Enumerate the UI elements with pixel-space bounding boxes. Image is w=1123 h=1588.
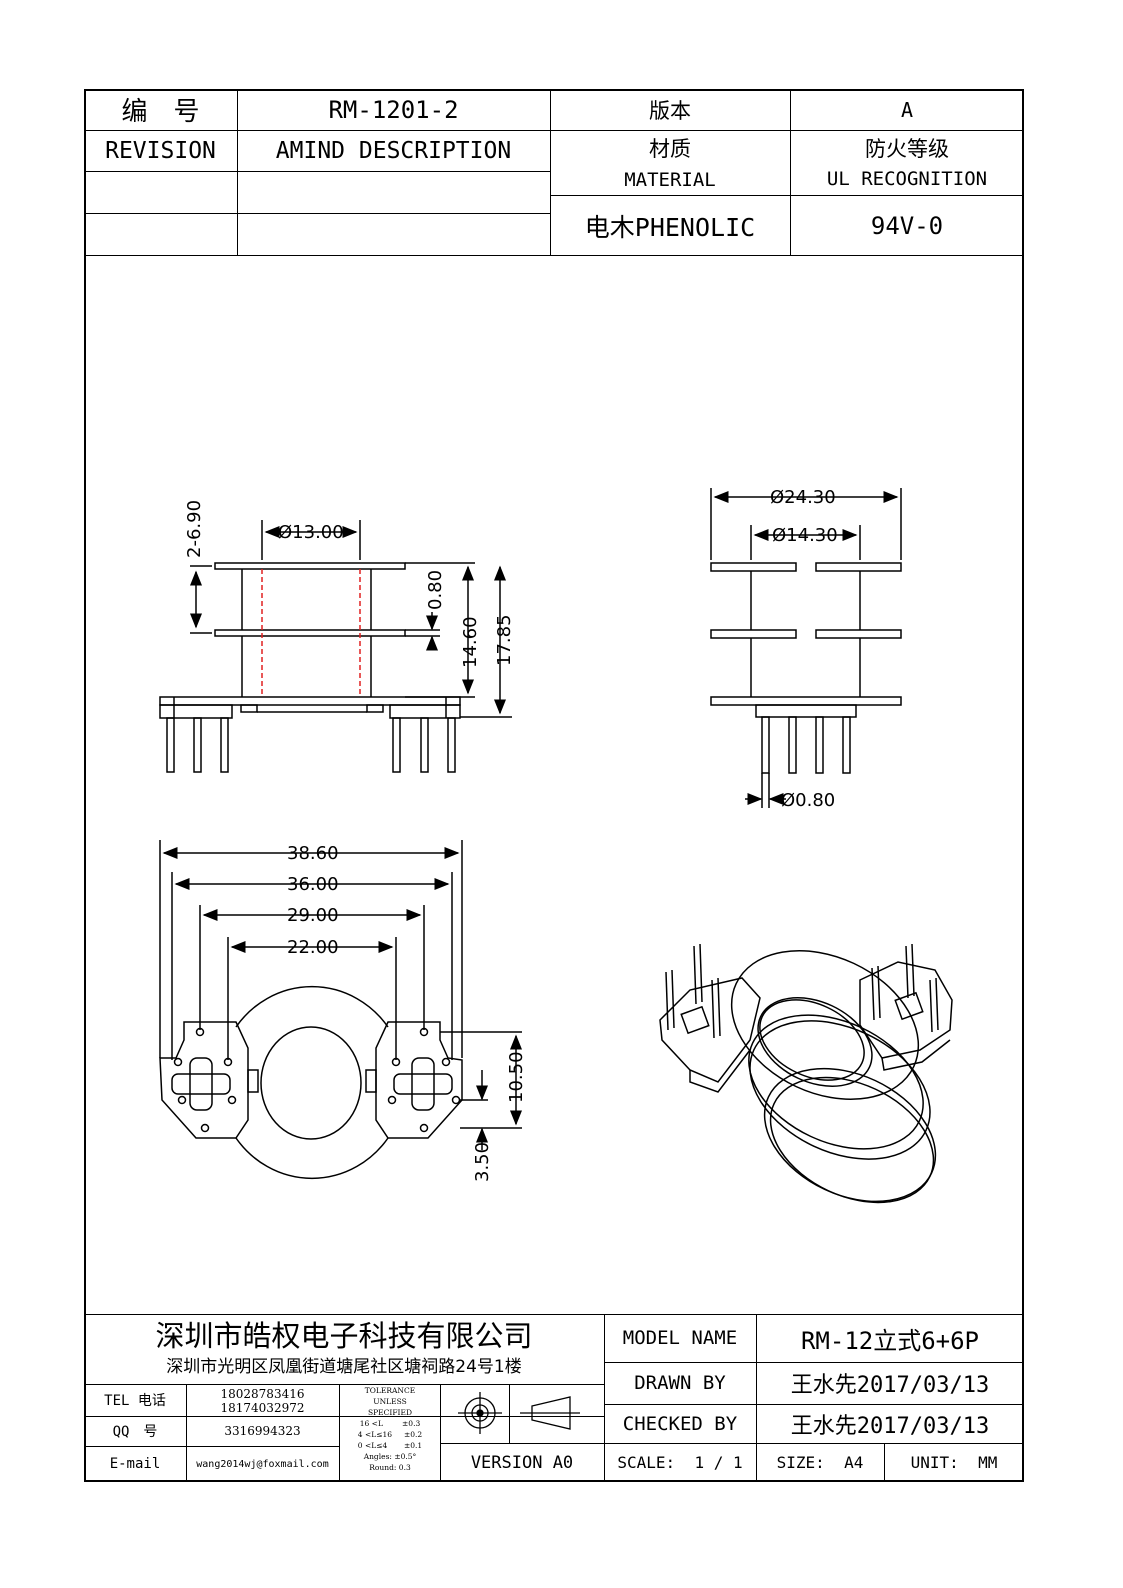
inner-diameter-label: Ø14.30 bbox=[772, 525, 838, 546]
winding-height-label: 14.60 bbox=[460, 616, 481, 668]
outer-diameter-label: Ø24.30 bbox=[770, 487, 836, 508]
material-label-cn: 材质 bbox=[649, 137, 691, 161]
projection-symbol-icon bbox=[458, 1392, 580, 1434]
bobbin-drawings: 2-6.90 Ø13.00 0.80 14.60 17.85 Ø24.30 Ø1… bbox=[159, 487, 953, 1204]
core-diameter-label: Ø13.00 bbox=[278, 522, 344, 543]
version-label: 版本 bbox=[649, 98, 691, 123]
number-value: RM-1201-2 bbox=[328, 95, 459, 124]
flange-thickness-label: 0.80 bbox=[425, 570, 446, 610]
pin-pitch-vertical-label: 10.50 bbox=[506, 1051, 527, 1103]
side-view bbox=[159, 520, 512, 773]
overall-width-label: 38.60 bbox=[287, 843, 339, 864]
version-block: VERSION A0 bbox=[470, 1452, 574, 1473]
checked-by-label: CHECKED BY bbox=[622, 1412, 738, 1435]
material-label-en: MATERIAL bbox=[624, 169, 716, 191]
scale-label: SCALE: 1 / 1 bbox=[617, 1453, 743, 1472]
material-value: 电木PHENOLIC bbox=[584, 213, 756, 242]
tel-value-2: 18174032972 bbox=[220, 1400, 305, 1415]
drawn-by-label: DRAWN BY bbox=[634, 1372, 726, 1394]
unit-label: UNIT: MM bbox=[910, 1453, 998, 1472]
pin-spacing-label: 2-6.90 bbox=[184, 500, 205, 558]
model-name-value: RM-12立式6+6P bbox=[800, 1326, 980, 1355]
ul-value: 94V-0 bbox=[870, 212, 944, 240]
pin-diameter-label: Ø0.80 bbox=[781, 790, 835, 811]
drawing-sheet bbox=[84, 89, 1024, 1482]
ul-label-cn: 防火等级 bbox=[865, 137, 949, 161]
email-value: wang2014wj@foxmail.com bbox=[196, 1458, 329, 1470]
version-value: A bbox=[900, 97, 914, 122]
company-address: 深圳市光明区凤凰街道塘尾社区塘祠路24号1楼 bbox=[166, 1356, 522, 1377]
tolerance-block: TOLERANCE UNLESS SPECIFIED 16 <L ±0.3 4 … bbox=[357, 1386, 423, 1472]
checked-by-value: 王水先2017/03/13 bbox=[790, 1413, 990, 1439]
tel-label: TEL 电话 bbox=[104, 1393, 166, 1409]
pin-offset-label: 3.50 bbox=[472, 1142, 493, 1182]
drawn-by-value: 王水先2017/03/13 bbox=[790, 1373, 990, 1398]
pin-row-outer-label: 36.00 bbox=[287, 874, 339, 895]
tel-value-1: 18028783416 bbox=[220, 1386, 305, 1401]
size-label: SIZE: A4 bbox=[776, 1453, 864, 1472]
bottom-view bbox=[159, 840, 522, 1179]
company-name: 深圳市皓权电子科技有限公司 bbox=[155, 1319, 533, 1353]
qq-label: QQ 号 bbox=[112, 1424, 158, 1440]
tel-values: 18028783416 18174032972 bbox=[186, 1385, 339, 1416]
qq-value: 3316994323 bbox=[224, 1424, 301, 1438]
ul-label-en: UL RECOGNITION bbox=[826, 168, 988, 190]
email-label: E-mail bbox=[109, 1456, 161, 1472]
pin-row-innermost-label: 22.00 bbox=[287, 937, 339, 958]
front-view bbox=[710, 488, 902, 808]
revision-label: REVISION bbox=[105, 137, 216, 164]
model-name-label: MODEL NAME bbox=[622, 1327, 738, 1349]
description-label: AMIND DESCRIPTION bbox=[275, 137, 512, 164]
number-label: 编 号 bbox=[121, 97, 200, 127]
total-height-label: 17.85 bbox=[494, 614, 515, 666]
isometric-view bbox=[659, 943, 953, 1204]
pin-row-inner-label: 29.00 bbox=[287, 905, 339, 926]
